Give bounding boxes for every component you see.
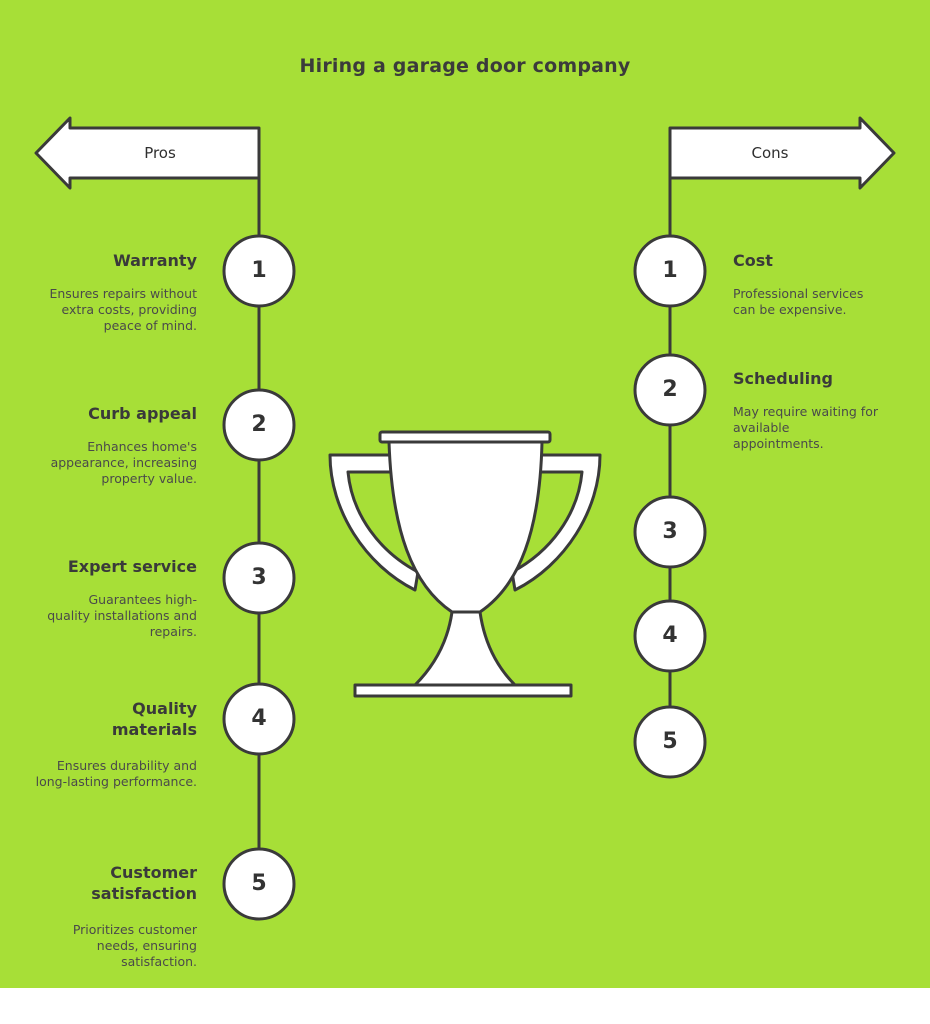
pros-circle-5 [222,847,296,921]
cons-item-2-description: May require waiting for available appoin… [733,404,878,451]
cons-item-2-title: Scheduling [733,369,833,388]
pros-item-2-description: Enhances home's appearance, increasing p… [50,439,197,486]
pros-item-5-title: Customer satisfaction [91,863,197,903]
cons-number-4: 4 [662,623,678,648]
pros-circle-3 [222,541,296,615]
pros-number-2: 2 [251,412,267,437]
cons-item-1-description: Professional services can be expensive. [733,286,864,317]
pros-item-1-description: Ensures repairs without extra costs, pro… [49,286,197,333]
pros-item-3-description: Guarantees high-quality installations an… [47,592,197,639]
cons-circle-3 [633,495,707,569]
pros-number-3: 3 [251,565,267,590]
cons-arrow-shape [668,116,896,190]
pros-number-1: 1 [251,258,267,283]
page-title: Hiring a garage door company [299,55,631,77]
cons-label: Cons [751,144,789,162]
cons-circle-2 [633,353,707,427]
diagram-canvas: Hiring a garage door company Pros Cons 1… [0,0,930,988]
diagram-shapes [34,116,896,921]
cons-number-5: 5 [662,729,678,754]
trophy-icon [328,430,602,698]
pros-label: Pros [144,144,176,162]
pros-item-4-description: Ensures durability and long-lasting perf… [35,758,197,789]
pros-circle-1 [222,234,296,308]
cons-number-3: 3 [662,519,678,544]
pros-number-5: 5 [251,871,267,896]
pros-circle-4 [222,682,296,756]
cons-item-1-title: Cost [733,251,773,270]
pros-arrow-shape [34,116,261,190]
cons-circle-4 [633,599,707,673]
pros-number-4: 4 [251,706,267,731]
pros-circle-2 [222,388,296,462]
cons-number-1: 1 [662,258,678,283]
pros-item-2-title: Curb appeal [88,404,197,423]
pros-item-4-title: Quality materials [111,699,197,739]
cons-circle-5 [633,705,707,779]
cons-circle-1 [633,234,707,308]
cons-number-2: 2 [662,377,678,402]
pros-item-3-title: Expert service [67,557,197,576]
pros-item-1-title: Warranty [113,251,197,270]
pros-item-5-description: Prioritizes customer needs, ensuring sat… [72,922,197,969]
